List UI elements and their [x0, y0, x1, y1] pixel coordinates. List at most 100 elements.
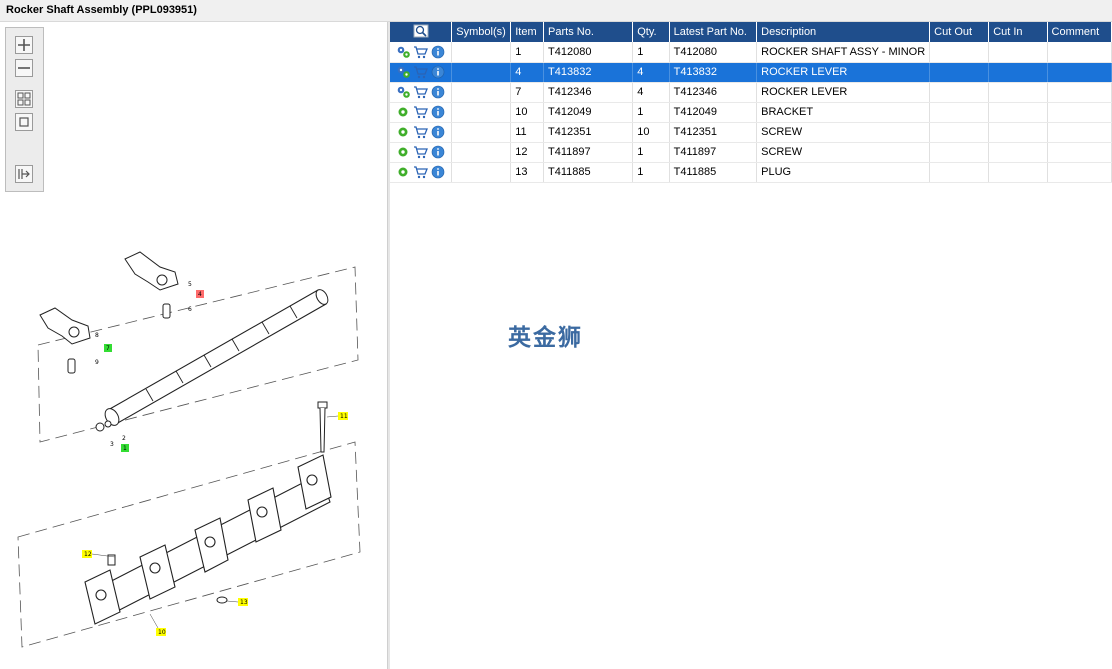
parts-table: Symbol(s) Item Parts No. Qty. Latest Par…	[390, 22, 1112, 183]
bracket	[84, 454, 332, 625]
callout-4[interactable]: 4	[198, 291, 202, 298]
header-cut-in[interactable]: Cut In	[988, 22, 1048, 42]
info-icon	[431, 165, 444, 179]
latest-part-no-cell[interactable]: T412346	[669, 82, 758, 103]
item-cell: 12	[510, 142, 545, 163]
callout-10[interactable]: 10	[158, 629, 166, 636]
header-qty[interactable]: Qty.	[632, 22, 670, 42]
item-cell: 10	[510, 102, 545, 123]
part-no-cell[interactable]: T411885	[543, 162, 634, 183]
table-row[interactable]: 1 T412080 1 T412080 ROCKER SHAFT ASSY - …	[390, 42, 1112, 63]
callout-6: 6	[188, 306, 192, 313]
info-button[interactable]	[430, 145, 445, 159]
latest-part-no-cell[interactable]: T412080	[669, 42, 758, 63]
header-latest-part-no[interactable]: Latest Part No.	[669, 22, 758, 42]
table-row[interactable]: 10 T412049 1 T412049 BRACKET	[390, 102, 1112, 123]
gear-icon	[398, 107, 408, 117]
info-icon	[431, 85, 444, 99]
part-no-cell[interactable]: T411897	[543, 142, 634, 163]
cut-out-cell	[929, 142, 990, 163]
fit-all-button[interactable]	[15, 90, 33, 108]
pane-splitter[interactable]	[387, 22, 390, 669]
info-button[interactable]	[430, 45, 445, 59]
row-actions-cell	[390, 122, 453, 143]
add-to-cart-button[interactable]	[413, 125, 428, 139]
drawing-pane[interactable]: 11 4 5 6 7 8 9 1 2 3 12 13 10	[0, 22, 387, 669]
qty-cell: 1	[632, 142, 670, 163]
info-button[interactable]	[430, 85, 445, 99]
add-to-cart-button[interactable]	[413, 105, 428, 119]
info-button[interactable]	[430, 65, 445, 79]
header-symbols[interactable]: Symbol(s)	[451, 22, 512, 42]
item-cell: 4	[510, 62, 545, 83]
info-icon	[431, 105, 444, 119]
configure-button[interactable]	[396, 85, 411, 99]
latest-part-no-cell[interactable]: T411885	[669, 162, 758, 183]
rocker-lever-upper	[124, 251, 179, 319]
callout-12[interactable]: 12	[84, 551, 92, 558]
table-row[interactable]: 12 T411897 1 T411897 SCREW	[390, 142, 1112, 163]
cut-in-cell	[988, 42, 1048, 63]
header-icons[interactable]	[390, 22, 453, 42]
latest-part-no-cell[interactable]: T413832	[669, 62, 758, 83]
configure-button[interactable]	[396, 125, 411, 139]
export-button[interactable]	[15, 165, 33, 183]
callout-11[interactable]: 11	[340, 413, 348, 420]
configure-button[interactable]	[396, 145, 411, 159]
configure-button[interactable]	[396, 105, 411, 119]
parts-list-pane: Symbol(s) Item Parts No. Qty. Latest Par…	[390, 22, 1112, 669]
callout-13[interactable]: 13	[240, 599, 248, 606]
configure-button[interactable]	[396, 65, 411, 79]
add-to-cart-button[interactable]	[413, 85, 428, 99]
configure-button[interactable]	[396, 165, 411, 179]
add-to-cart-button[interactable]	[413, 45, 428, 59]
latest-part-no-cell[interactable]: T412351	[669, 122, 758, 143]
add-to-cart-button[interactable]	[413, 145, 428, 159]
table-row[interactable]: 13 T411885 1 T411885 PLUG	[390, 162, 1112, 183]
part-no-cell[interactable]: T412346	[543, 82, 634, 103]
info-icon	[431, 145, 444, 159]
header-description[interactable]: Description	[756, 22, 931, 42]
table-row[interactable]: 11 T412351 10 T412351 SCREW	[390, 122, 1112, 143]
item-cell: 11	[510, 122, 545, 143]
fit-window-button[interactable]	[15, 113, 33, 131]
latest-part-no-cell[interactable]: T412049	[669, 102, 758, 123]
zoom-in-button[interactable]	[15, 36, 33, 54]
info-button[interactable]	[430, 105, 445, 119]
comment-cell	[1047, 102, 1112, 123]
comment-cell	[1047, 162, 1112, 183]
header-item[interactable]: Item	[510, 22, 545, 42]
callout-7[interactable]: 7	[106, 345, 110, 352]
qty-cell: 1	[632, 162, 670, 183]
part-no-cell[interactable]: T412049	[543, 102, 634, 123]
assembly-frame	[17, 266, 361, 648]
watermark-text: 英金狮	[508, 325, 583, 351]
export-icon	[18, 169, 30, 179]
qty-cell: 4	[632, 62, 670, 83]
table-row[interactable]: 4 T413832 4 T413832 ROCKER LEVER	[390, 62, 1112, 83]
latest-part-no-cell[interactable]: T411897	[669, 142, 758, 163]
part-no-cell[interactable]: T412351	[543, 122, 634, 143]
add-to-cart-button[interactable]	[413, 65, 428, 79]
description-cell: BRACKET	[756, 102, 931, 123]
header-cut-out[interactable]: Cut Out	[929, 22, 990, 42]
info-button[interactable]	[430, 125, 445, 139]
symbols-cell	[451, 62, 512, 83]
qty-cell: 1	[632, 42, 670, 63]
part-no-cell[interactable]: T413832	[543, 62, 634, 83]
zoom-out-icon	[18, 67, 30, 69]
header-parts-no[interactable]: Parts No.	[543, 22, 634, 42]
zoom-out-button[interactable]	[15, 59, 33, 77]
cut-out-cell	[929, 42, 990, 63]
cart-icon	[414, 166, 428, 179]
info-button[interactable]	[430, 165, 445, 179]
part-no-cell[interactable]: T412080	[543, 42, 634, 63]
add-to-cart-button[interactable]	[413, 165, 428, 179]
configure-button[interactable]	[396, 45, 411, 59]
gear-icon	[398, 167, 408, 177]
search-parts-icon	[413, 24, 429, 37]
callout-1[interactable]: 1	[123, 445, 127, 452]
header-comment[interactable]: Comment	[1047, 22, 1112, 42]
table-row[interactable]: 7 T412346 4 T412346 ROCKER LEVER	[390, 82, 1112, 103]
exploded-parts-drawing[interactable]: 11 4 5 6 7 8 9 1 2 3 12 13 10	[0, 212, 387, 669]
